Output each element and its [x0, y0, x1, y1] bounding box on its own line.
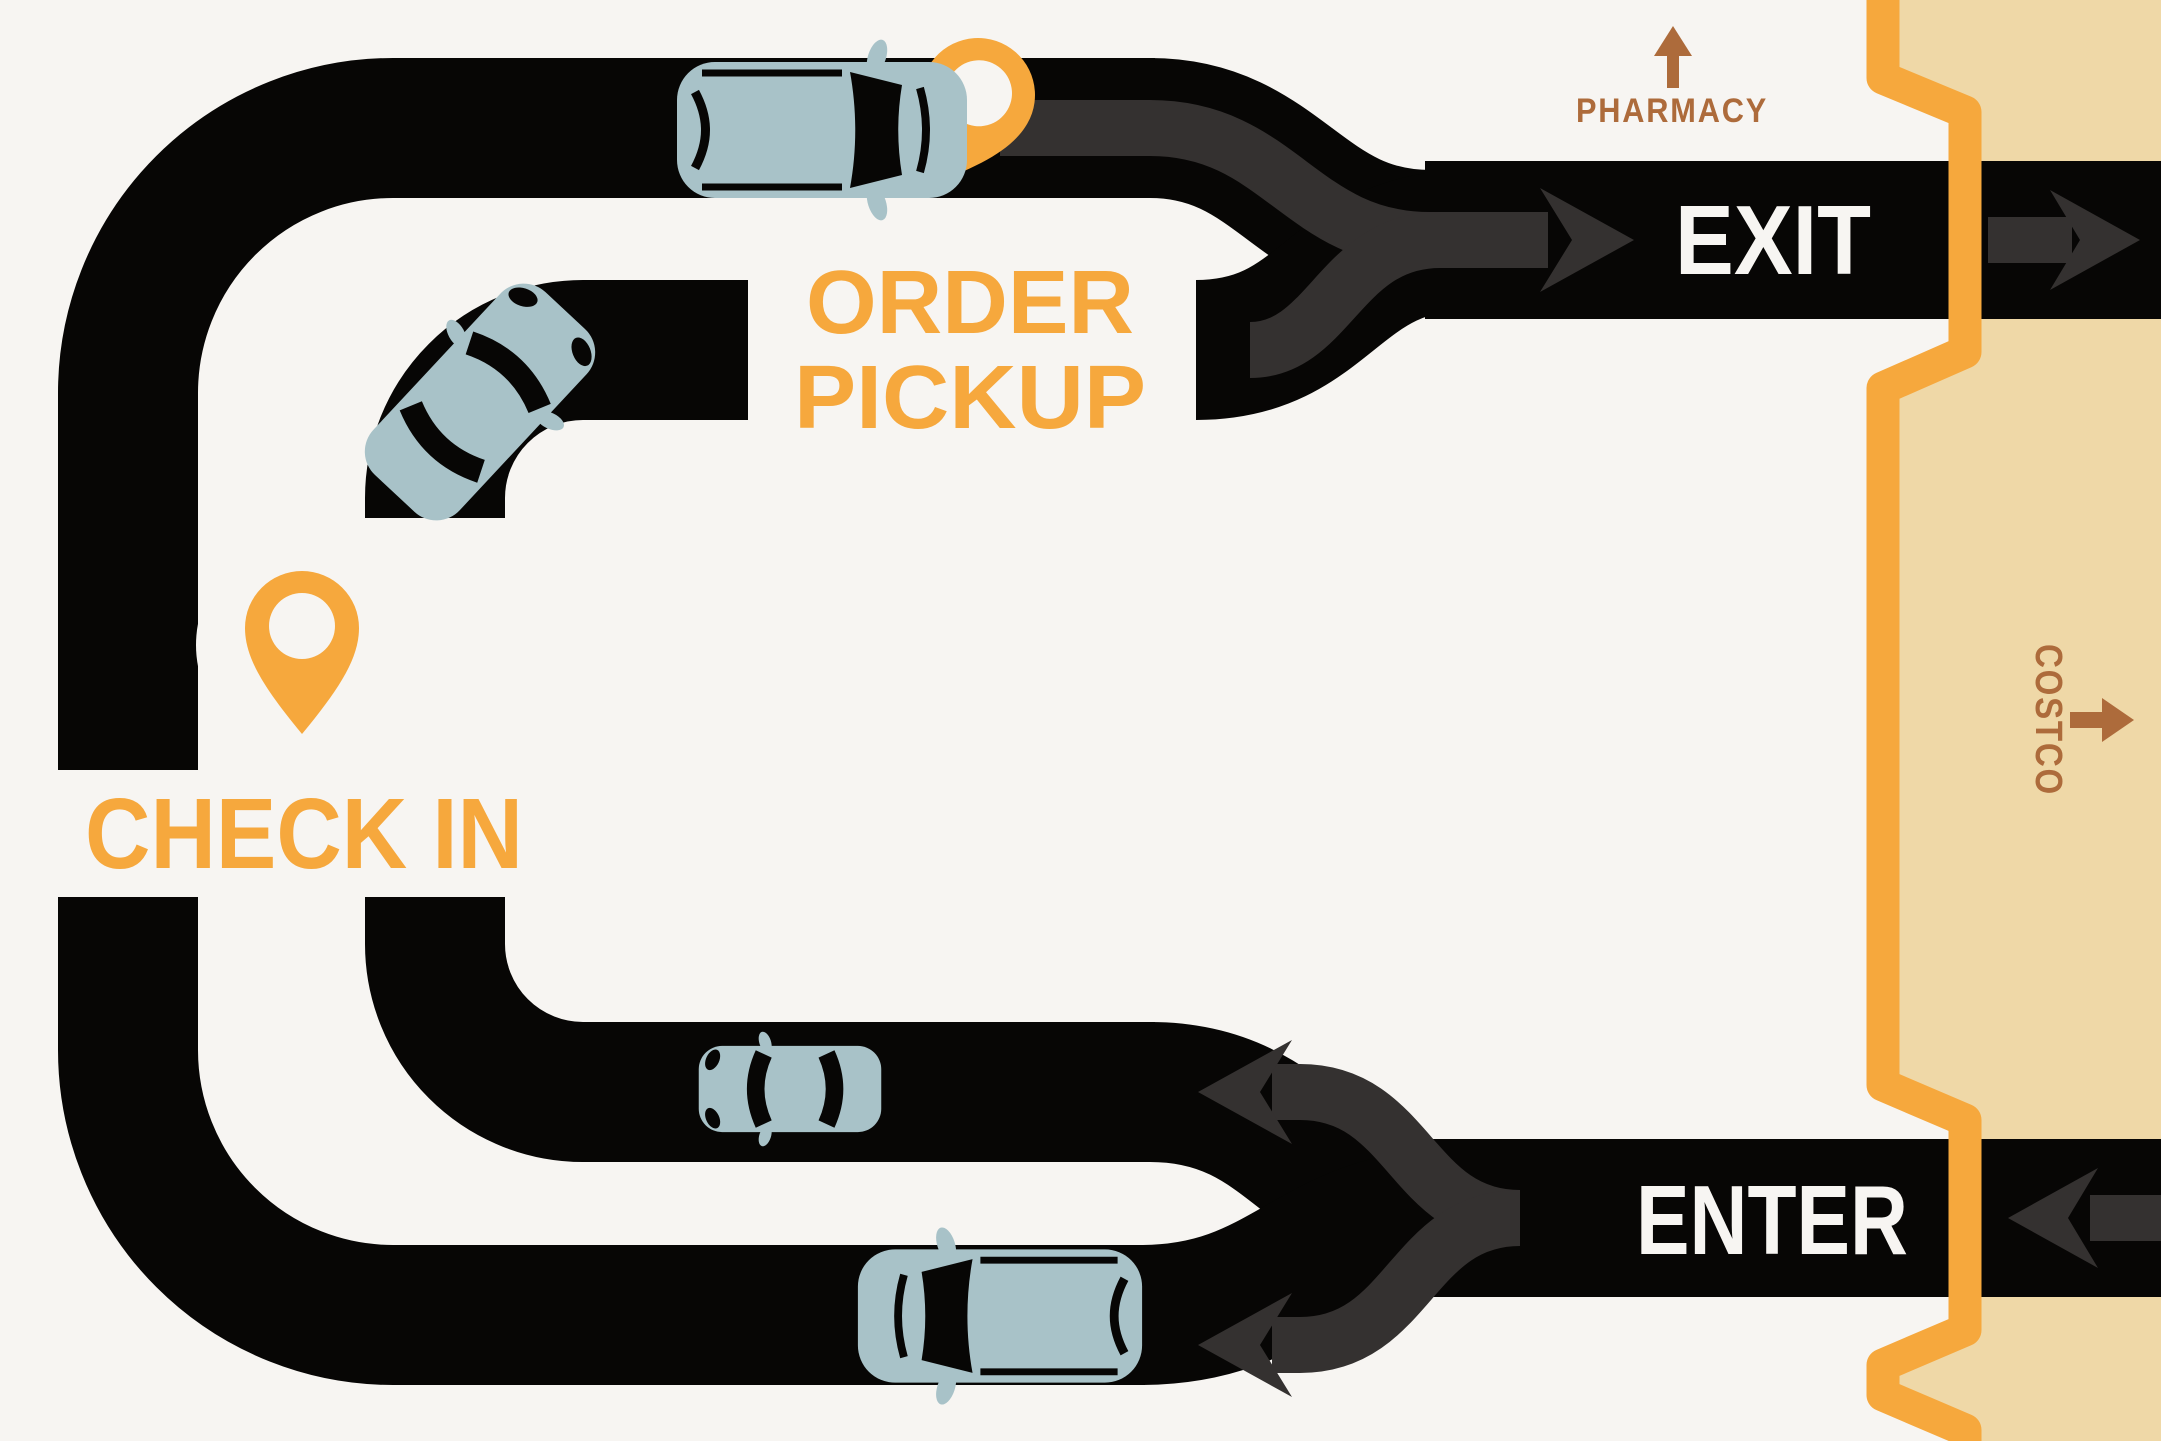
flow-arrows [1000, 100, 1548, 378]
right-arrow-icon [2070, 712, 2108, 728]
enter-flow-arrowhead-lower [1198, 1293, 1292, 1397]
road-enter-fork-lower [1138, 1148, 1462, 1385]
check-in-label: CHECK IN [85, 778, 523, 890]
car-icon-middle-row [699, 1030, 882, 1148]
enter-street-arrowhead [2008, 1168, 2098, 1268]
up-arrow-icon-head [1654, 26, 1692, 56]
road-inner-lane-lower [365, 897, 1155, 1162]
map-pin-hole [269, 593, 335, 659]
order-pickup-label-line1: ORDER [806, 253, 1134, 353]
up-arrow-icon [1667, 48, 1679, 88]
roads [57, 57, 2161, 1385]
check-in-label-cutout [0, 770, 548, 897]
car-icon-bottom-row [858, 1225, 1142, 1407]
exit-street-arrowhead [2050, 190, 2140, 290]
costco-label: COSTCO [2027, 644, 2069, 796]
enter-flow [1272, 1064, 1522, 1373]
costco-sign: COSTCO [2027, 644, 2134, 796]
right-arrow-icon-head [2102, 698, 2134, 742]
enter-flow-arrowhead-upper [1198, 1040, 1292, 1144]
exit-label: EXIT [1675, 185, 1871, 295]
pharmacy-label: PHARMACY [1576, 92, 1768, 130]
building-wall-outline [1866, 0, 1982, 1441]
pharmacy-sign: PHARMACY [1576, 26, 1768, 130]
check-in-pin [245, 571, 359, 734]
car-icon-top [677, 37, 967, 223]
exit-flow-lower-branch [1248, 212, 1442, 378]
exit-flow-arrowhead [1540, 188, 1634, 292]
order-pickup-label-line2: PICKUP [794, 348, 1146, 448]
enter-label: ENTER [1636, 1165, 1908, 1275]
road-outer-lane [57, 57, 1155, 1385]
enter-flow-lower-branch [1272, 1190, 1522, 1373]
